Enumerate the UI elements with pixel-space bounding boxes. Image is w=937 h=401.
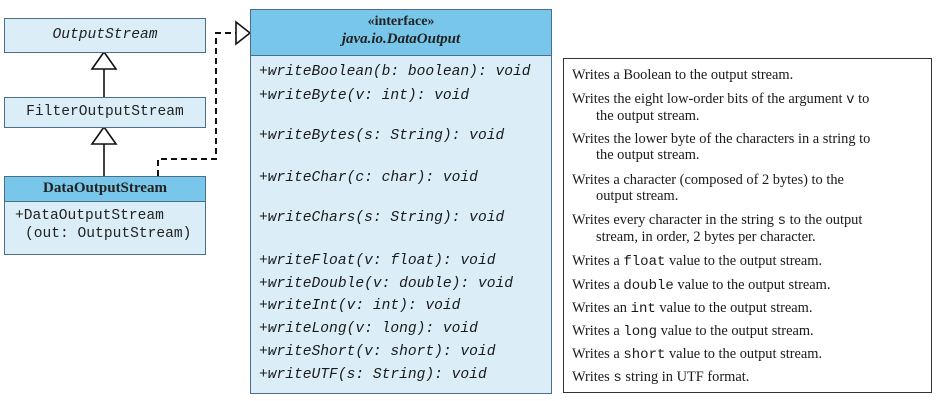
interface-method-3: +writeChar(c: char): void	[259, 170, 478, 186]
interface-method-0: +writeBoolean(b: boolean): void	[259, 64, 531, 80]
inheritance-arrowhead-output	[90, 50, 118, 70]
description-text-run: Writes the lower byte of the characters …	[572, 131, 871, 147]
output-stream-class-name: OutputStream	[52, 27, 158, 43]
interface-method-6: +writeDouble(v: double): void	[259, 276, 513, 292]
realization-arrowhead	[235, 20, 252, 46]
description-line-1: Writes the lower byte of the characters …	[572, 131, 870, 147]
method-description-5: Writes a float value to the output strea…	[572, 253, 924, 270]
data-output-stream-class: DataOutputStream +DataOutputStream (out:…	[4, 176, 206, 255]
method-description-0: Writes a Boolean to the output stream.	[572, 67, 924, 83]
description-code-term: float	[623, 254, 666, 270]
description-code-term: s	[613, 370, 622, 386]
description-text-run: value to the output stream.	[655, 300, 813, 316]
interface-stereotype: «interface»	[367, 14, 435, 29]
method-description-1: Writes the eight low-order bits of the a…	[572, 91, 924, 124]
description-text-run: value to the output stream.	[665, 253, 823, 269]
method-description-6: Writes a double value to the output stre…	[572, 277, 924, 294]
description-line-2: stream, in order, 2 bytes per character.	[596, 229, 816, 245]
data-output-interface: «interface» java.io.DataOutput	[250, 9, 552, 394]
data-output-stream-class-name: DataOutputStream	[43, 180, 167, 196]
interface-method-10: +writeUTF(s: String): void	[259, 367, 487, 383]
method-description-3: Writes a character (composed of 2 bytes)…	[572, 172, 924, 204]
description-line-2: the output stream.	[596, 108, 700, 124]
description-text-run: Writes	[572, 369, 614, 385]
description-code-term: double	[623, 278, 674, 294]
description-text-run: Writes a	[572, 253, 624, 269]
description-line-1: Writes the eight low-order bits of the a…	[572, 91, 870, 108]
description-text-run: string in UTF format.	[621, 369, 750, 385]
description-line-2: output stream.	[596, 188, 679, 204]
description-text-run: value to the output stream.	[673, 277, 831, 293]
description-code-term: short	[623, 347, 666, 363]
interface-method-1: +writeByte(v: int): void	[259, 88, 470, 104]
interface-method-8: +writeLong(v: long): void	[259, 321, 478, 337]
filter-output-stream-class-name: FilterOutputStream	[26, 104, 184, 120]
data-output-stream-header: DataOutputStream	[5, 177, 205, 202]
method-description-4: Writes every character in the string s t…	[572, 212, 924, 245]
description-line-2: the output stream.	[596, 147, 700, 163]
output-stream-class: OutputStream	[4, 18, 206, 53]
description-text-run: Writes a	[572, 346, 624, 362]
interface-method-9: +writeShort(v: short): void	[259, 344, 496, 360]
description-text-run: Writes the eight low-order bits of the a…	[572, 91, 847, 107]
description-code-term: v	[846, 92, 855, 108]
description-line-1: Writes a character (composed of 2 bytes)…	[572, 172, 844, 188]
interface-method-4: +writeChars(s: String): void	[259, 210, 505, 226]
description-text-run: value to the output stream.	[656, 323, 814, 339]
description-text-run: value to the output stream.	[665, 346, 823, 362]
method-description-7: Writes an int value to the output stream…	[572, 300, 924, 317]
interface-method-5: +writeFloat(v: float): void	[259, 253, 496, 269]
description-text-run: Writes a Boolean to the output stream.	[572, 67, 794, 83]
description-code-term: long	[623, 324, 657, 340]
description-text-run: to	[854, 91, 870, 107]
method-description-2: Writes the lower byte of the characters …	[572, 131, 924, 163]
filter-output-stream-class: FilterOutputStream	[4, 97, 206, 128]
interface-method-7: +writeInt(v: int): void	[259, 298, 461, 314]
description-text-run: Writes a character (composed of 2 bytes)…	[572, 172, 844, 188]
realization-dashed-line	[157, 32, 236, 176]
description-line-1: Writes every character in the string s t…	[572, 212, 863, 229]
method-description-10: Writes s string in UTF format.	[572, 369, 924, 386]
data-output-stream-ctor-line2: (out: OutputStream)	[25, 226, 192, 242]
interface-name: java.io.DataOutput	[341, 31, 461, 47]
description-text-run: Writes an	[572, 300, 631, 316]
data-output-interface-header: «interface» java.io.DataOutput	[251, 10, 551, 56]
description-text-run: to the output	[786, 212, 863, 228]
data-output-stream-ctor-line1: +DataOutputStream	[15, 208, 164, 224]
description-text-run: Writes every character in the string	[572, 212, 778, 228]
method-description-panel: Writes a Boolean to the output stream. Wr…	[563, 58, 932, 393]
description-text-run: Writes a	[572, 323, 624, 339]
description-code-term: s	[777, 213, 786, 229]
description-text-run: Writes a	[572, 277, 624, 293]
method-description-8: Writes a long value to the output stream…	[572, 323, 924, 340]
inheritance-arrowhead-filter	[90, 125, 118, 145]
interface-method-2: +writeBytes(s: String): void	[259, 128, 505, 144]
method-description-9: Writes a short value to the output strea…	[572, 346, 924, 363]
description-code-term: int	[630, 301, 656, 317]
